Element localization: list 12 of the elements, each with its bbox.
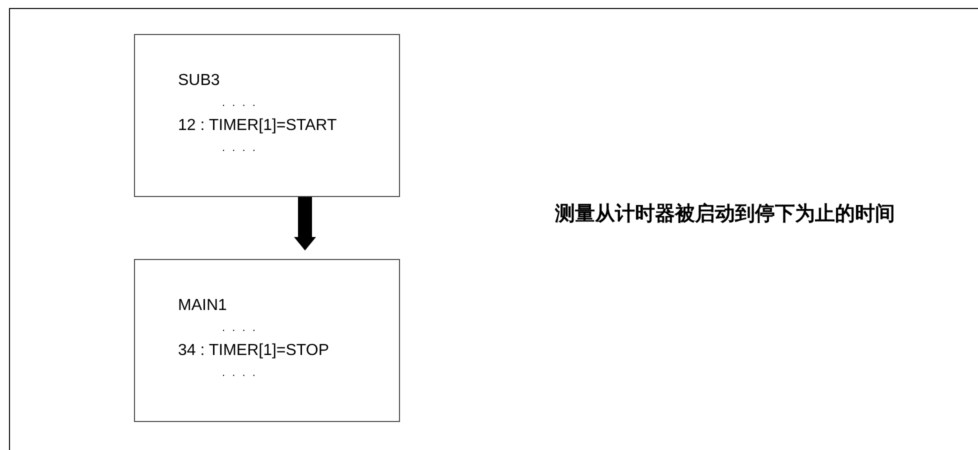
node-title: MAIN1	[178, 296, 227, 316]
arrow	[294, 197, 316, 250]
code-line: 12 : TIMER[1]=START	[178, 116, 337, 136]
ellipsis-dots: . . . .	[222, 321, 258, 336]
note-text: 测量从计时器被启动到停下为止的时间	[555, 202, 896, 227]
code-box	[134, 259, 400, 422]
ellipsis-dots: . . . .	[222, 366, 258, 381]
ellipsis-dots: . . . .	[222, 141, 258, 156]
node-title: SUB3	[178, 71, 220, 91]
ellipsis-dots: . . . .	[222, 96, 258, 111]
code-box	[134, 34, 400, 197]
code-line: 34 : TIMER[1]=STOP	[178, 341, 330, 361]
